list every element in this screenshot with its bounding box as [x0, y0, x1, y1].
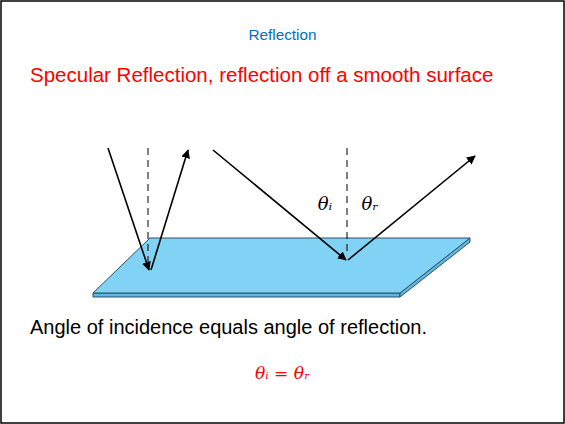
reflected-ray	[151, 150, 188, 270]
reflecting-surface	[93, 238, 470, 293]
equation: θᵢ = θᵣ	[0, 363, 565, 384]
normal-line	[148, 148, 149, 262]
slide-title: Reflection	[0, 26, 565, 44]
subtitle: Specular Reflection, reflection off a sm…	[30, 63, 540, 88]
reflected-ray	[348, 156, 475, 260]
incident-ray	[108, 148, 149, 270]
surface-edge	[93, 293, 400, 297]
angle-label: θᵢ	[310, 193, 340, 215]
normal-line	[347, 148, 348, 252]
angle-label: θᵣ	[355, 193, 385, 215]
statement-text: Angle of incidence equals angle of refle…	[30, 315, 550, 339]
incident-ray	[213, 150, 346, 260]
